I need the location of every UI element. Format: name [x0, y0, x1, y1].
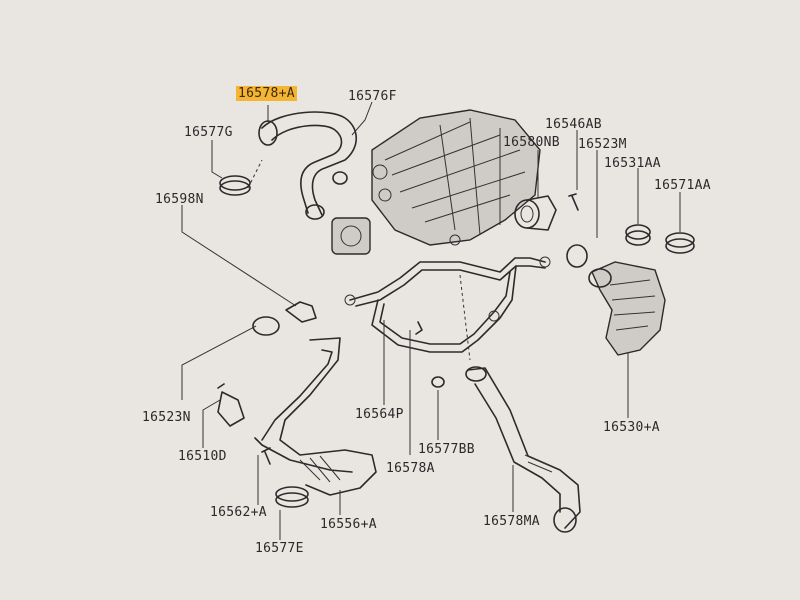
sensor-16510d [217, 383, 245, 427]
clamp-16577g [219, 175, 251, 196]
label-16578ma: 16578MA [483, 514, 540, 529]
label-16571aa: 16571AA [654, 178, 711, 193]
hose-16578a-plus [258, 111, 358, 220]
label-16523m: 16523M [578, 137, 627, 152]
maf-sensor-16580nb [514, 195, 557, 231]
gasket-16523m [566, 244, 588, 268]
label-16564p: 16564P [355, 407, 404, 422]
hose-16578ma [465, 366, 581, 533]
gasket-16523n [252, 316, 280, 336]
engine-block [371, 109, 541, 246]
label-16546ab: 16546AB [545, 117, 602, 132]
label-16530a-plus: 16530+A [603, 420, 660, 435]
label-16523n: 16523N [142, 410, 191, 425]
label-16531aa: 16531AA [604, 156, 661, 171]
label-16578a: 16578A [386, 461, 435, 476]
leader-lines [181, 101, 681, 540]
duct-16556a [254, 337, 377, 496]
clamp-16577e [275, 486, 309, 508]
label-16578a-plus: 16578+A [236, 86, 297, 101]
clamp-16571aa [665, 232, 695, 254]
bracket-16598n [285, 301, 317, 323]
bolt-16578a [415, 321, 423, 335]
clamp-16531aa [625, 224, 651, 246]
grommet-16577bb [431, 376, 445, 388]
label-16576f: 16576F [348, 89, 397, 104]
bolt-16562a [261, 447, 271, 465]
label-16580nb: 16580NB [503, 135, 560, 150]
label-16510d: 16510D [178, 449, 227, 464]
label-16598n: 16598N [155, 192, 204, 207]
bracket-16564p [344, 256, 551, 353]
label-16556a-plus: 16556+A [320, 517, 377, 532]
bolt-16546ab [568, 193, 579, 211]
label-16562a-plus: 16562+A [210, 505, 267, 520]
label-16577bb: 16577BB [418, 442, 475, 457]
label-16577g: 16577G [184, 125, 233, 140]
label-16577e: 16577E [255, 541, 304, 556]
air-duct-16530a [588, 261, 666, 356]
throttle-body [331, 171, 371, 255]
